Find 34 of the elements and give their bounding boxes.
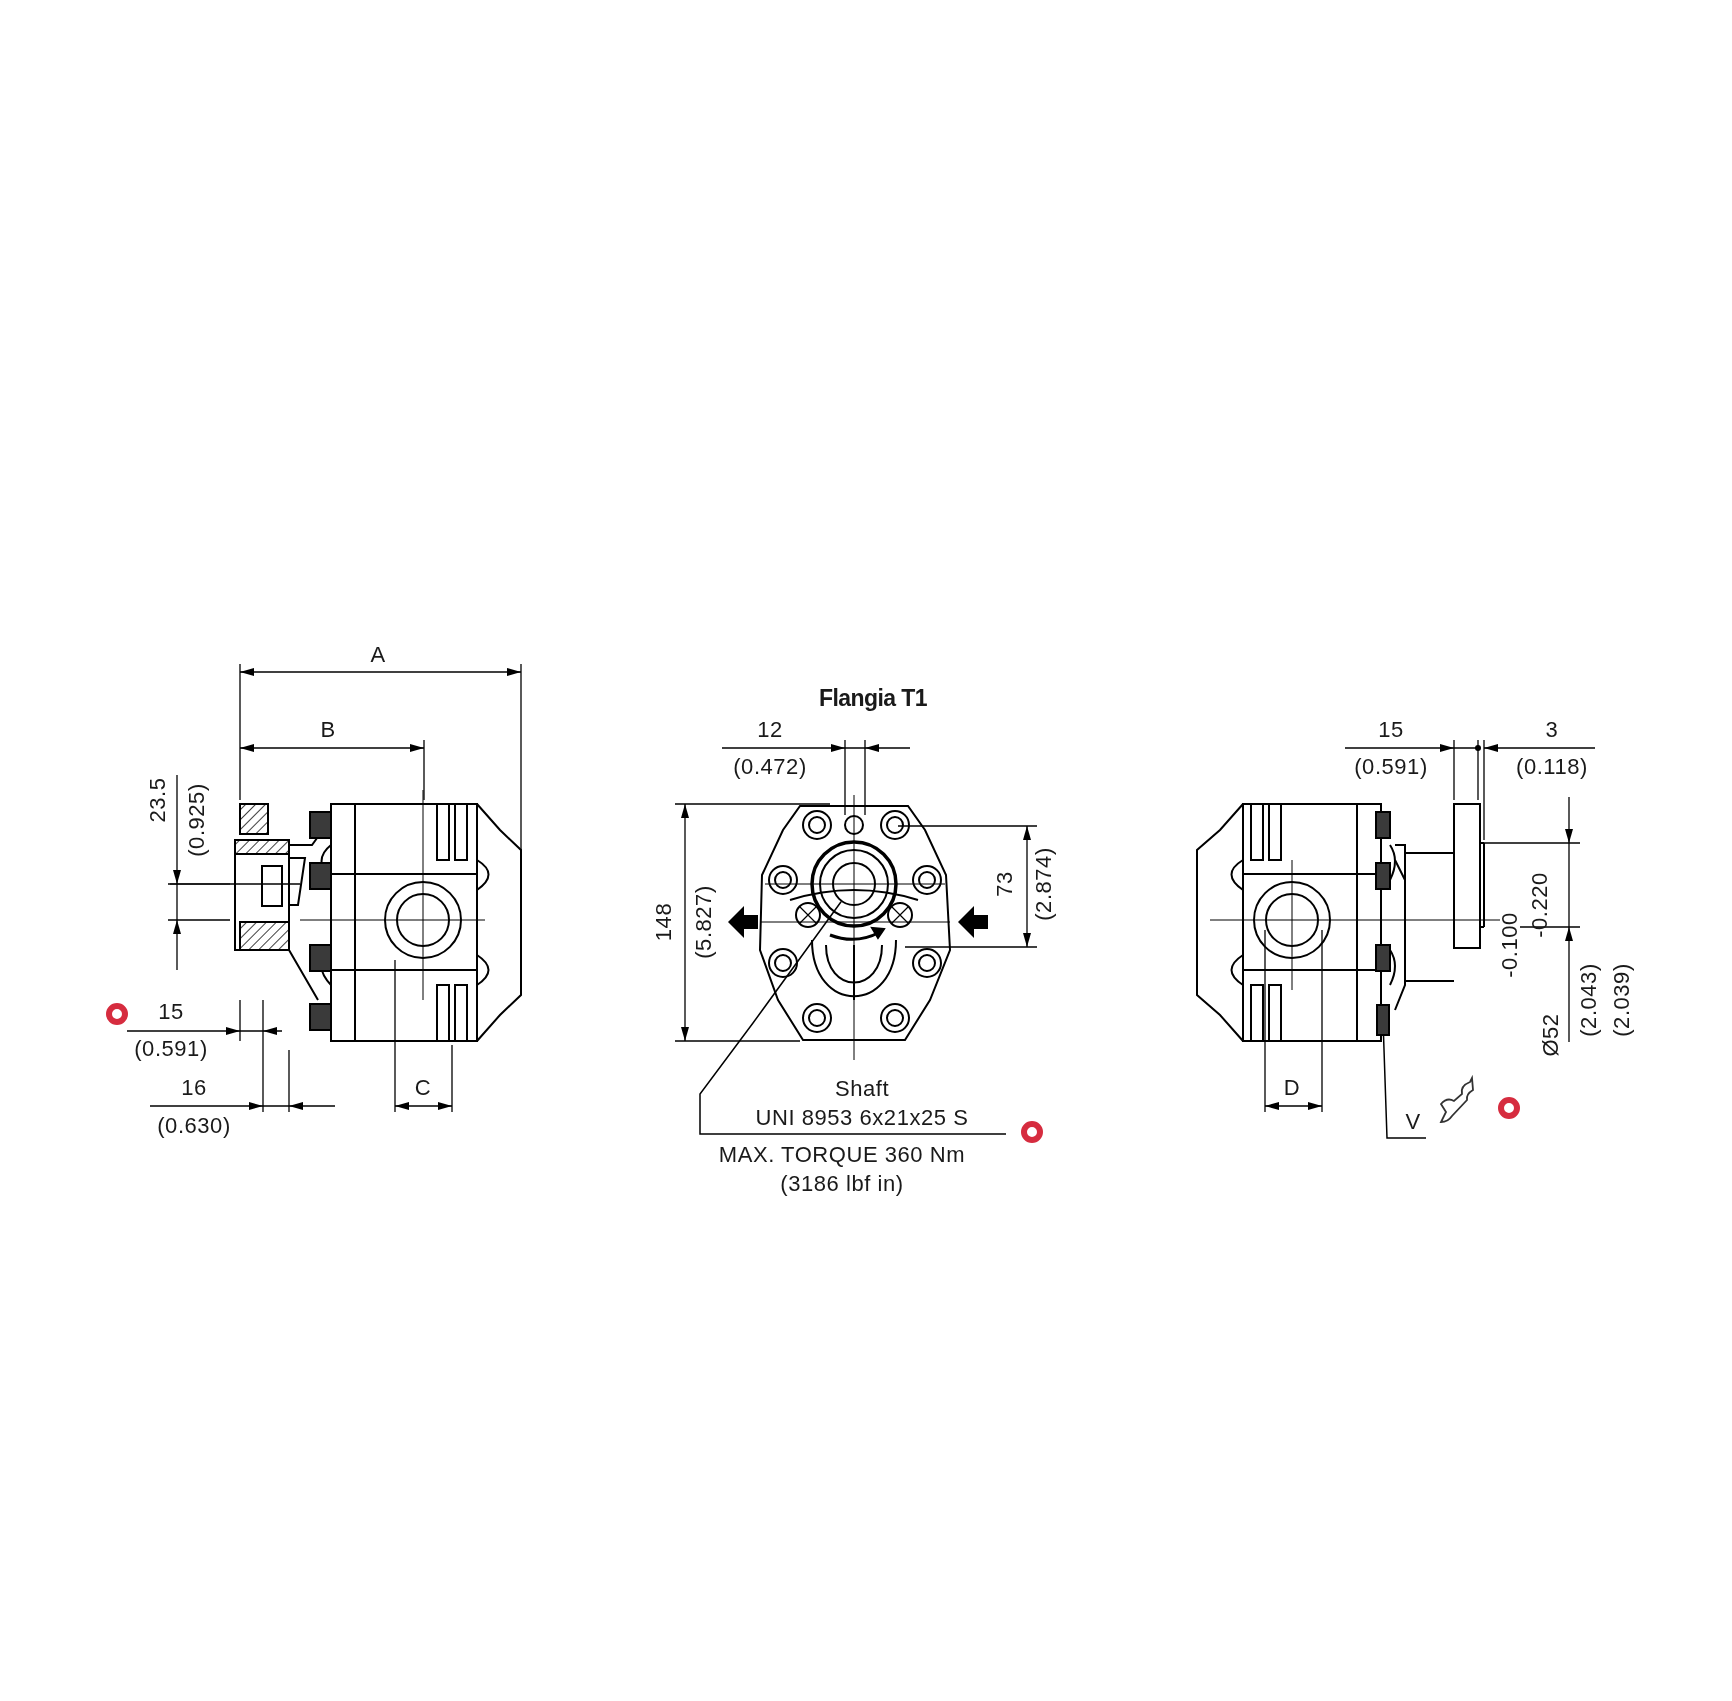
dimension-label: (5.827)	[693, 885, 715, 959]
dimension-label: 3	[1545, 719, 1559, 741]
dimension-label: (0.630)	[157, 1115, 231, 1137]
dimension-label: -0.220	[1529, 872, 1551, 938]
dimension-label: (2.043)	[1578, 963, 1600, 1037]
dimension-label: 73	[994, 871, 1016, 897]
leader-line	[699, 901, 1007, 1135]
dimension-label: (0.118)	[1516, 756, 1588, 778]
dimension-label: B	[320, 719, 336, 741]
dimension-label: (2.039)	[1611, 963, 1633, 1037]
dimension-label: (0.925)	[186, 783, 208, 857]
annotation-text: (3186 lbf in)	[780, 1173, 904, 1195]
dimension-label: Ø52	[1540, 1013, 1562, 1057]
dimension-label: D	[1283, 1077, 1301, 1099]
dimension-label: 23.5	[147, 777, 169, 823]
dimension-label: -0.100	[1499, 912, 1521, 978]
dimension-label: C	[414, 1077, 432, 1099]
dimension-label: 12	[757, 719, 783, 741]
dimension-label: 16	[181, 1077, 207, 1099]
dimension-label: (2.874)	[1033, 847, 1055, 921]
callout-letter: V	[1405, 1111, 1421, 1133]
annotation-text: MAX. TORQUE 360 Nm	[718, 1144, 966, 1166]
dimension-label: 15	[158, 1001, 184, 1023]
bolt-head	[1376, 1004, 1390, 1036]
dimension-label: 148	[653, 902, 675, 942]
dimension-label: 15	[1378, 719, 1404, 741]
annotation-text: UNI 8953 6x21x25 S	[755, 1107, 969, 1129]
dimension-label: (0.591)	[134, 1038, 208, 1060]
view-title: Flangia T1	[819, 683, 927, 713]
dimension-label: (0.591)	[1354, 756, 1428, 778]
leader-line	[1382, 1035, 1427, 1139]
dimension-label: (0.472)	[733, 756, 807, 778]
annotation-text: Shaft	[834, 1078, 890, 1100]
dimension-label: A	[370, 644, 386, 666]
